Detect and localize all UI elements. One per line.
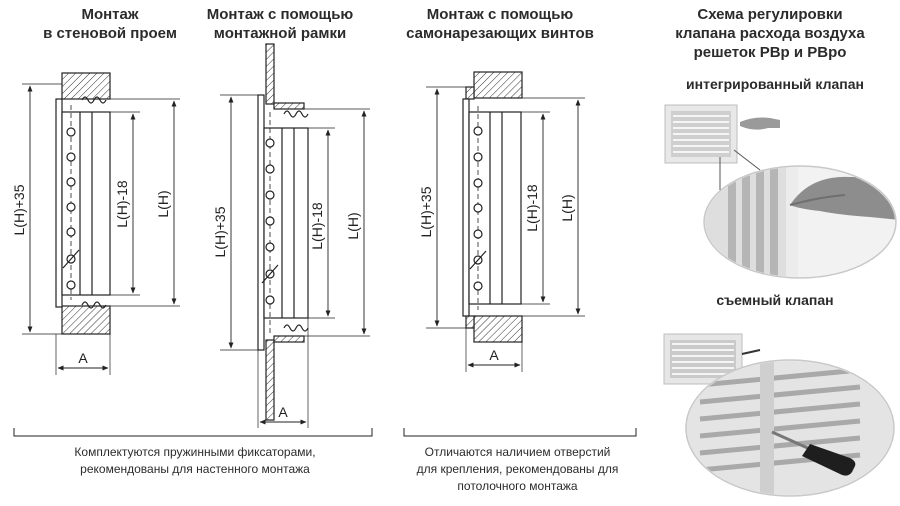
dim-height-2: L(H) — [345, 212, 361, 239]
dim-total-3: L(H)+35 — [418, 186, 434, 237]
dim-total-1: L(H)+35 — [11, 184, 27, 235]
title-wall-mount: Монтаж в стеновой проем — [43, 6, 177, 42]
dim-inner-1: L(H)-18 — [114, 180, 130, 228]
photo-integrated-valve — [664, 104, 897, 279]
drawing-frame-mount — [220, 43, 370, 428]
title-valve-scheme: Схема регулировки клапана расхода воздух… — [675, 6, 865, 61]
note-holes: Отличаются наличием отверстий для крепле… — [416, 445, 619, 493]
title-screw-mount: Монтаж с помощью самонарезающих винтов — [406, 6, 594, 42]
note-springs: Комплектуются пружинными фиксаторами, ре… — [74, 445, 316, 476]
bracket-springs — [13, 428, 373, 437]
dim-height-1: L(H) — [155, 190, 171, 217]
drawing-screw-mount — [426, 71, 585, 372]
bracket-holes — [403, 428, 637, 437]
photo-removable-valve — [663, 333, 895, 497]
dim-depth-2: A — [278, 404, 288, 420]
dim-height-3: L(H) — [559, 194, 575, 221]
dim-inner-2: L(H)-18 — [309, 202, 325, 250]
dim-depth-1: A — [78, 350, 88, 366]
subtitle-integrated-valve: интегрированный клапан — [686, 76, 864, 92]
title-frame-mount: Монтаж с помощью монтажной рамки — [206, 6, 354, 42]
drawing-wall-mount — [22, 72, 180, 375]
dim-total-2: L(H)+35 — [212, 206, 228, 257]
dim-depth-3: A — [489, 347, 499, 363]
subtitle-removable-valve: съемный клапан — [716, 292, 834, 308]
dim-inner-3: L(H)-18 — [524, 184, 540, 232]
